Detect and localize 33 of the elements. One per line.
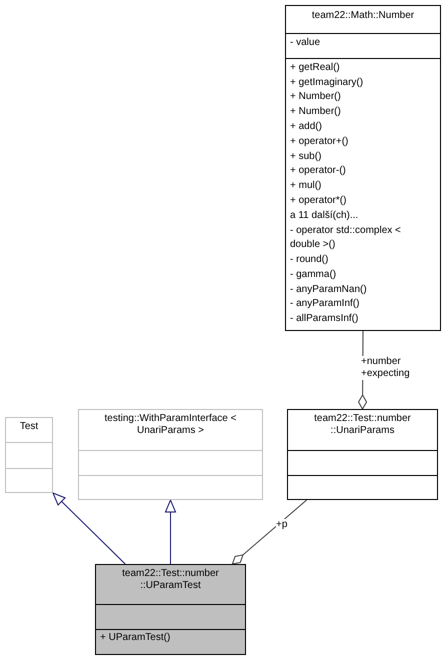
method-text: - operator std::complex < double >() — [290, 224, 402, 252]
method-text: + Number() — [290, 90, 342, 104]
aggregation-connector — [232, 500, 308, 564]
method-text: - anyParamInf() — [290, 297, 360, 312]
class-box — [5, 417, 53, 493]
class-box — [78, 409, 263, 500]
method-text: + operator-() — [290, 164, 347, 178]
edge-label: +p — [276, 519, 288, 531]
class-box — [285, 5, 441, 331]
method-text: + add() — [290, 120, 323, 134]
method-text: - round() — [290, 253, 330, 268]
method-text: - anyParamNan() — [290, 282, 368, 297]
class-name: Test — [18, 421, 40, 433]
class-name: team22::Test::number ::UParamTest — [121, 568, 220, 592]
method-text: + mul() — [290, 179, 322, 194]
inheritance-arrow — [165, 500, 176, 564]
attribute-text: - value — [290, 36, 322, 50]
inheritance-arrow — [52, 492, 126, 564]
class-name: team22::Math::Number — [310, 9, 416, 23]
method-text: + sub() — [290, 150, 322, 164]
class-name: testing::WithParamInterface < UnariParams > — [103, 413, 238, 437]
method-text: - gamma() — [290, 268, 338, 282]
method-text: + getImaginary() — [290, 76, 364, 90]
method-text: - allParamsInf() — [290, 312, 360, 326]
method-text: + operator*() — [290, 194, 348, 208]
class-box — [95, 564, 246, 655]
method-text: + getReal() — [290, 60, 341, 75]
class-name: team22::Test::number ::UnariParams — [313, 413, 412, 437]
method-text: a 11 další(ch)... — [290, 208, 360, 223]
method-text: + Number() — [290, 105, 342, 120]
class-box — [287, 409, 438, 500]
method-text: + operator+() — [290, 134, 350, 149]
method-text: + UParamTest() — [100, 632, 172, 644]
